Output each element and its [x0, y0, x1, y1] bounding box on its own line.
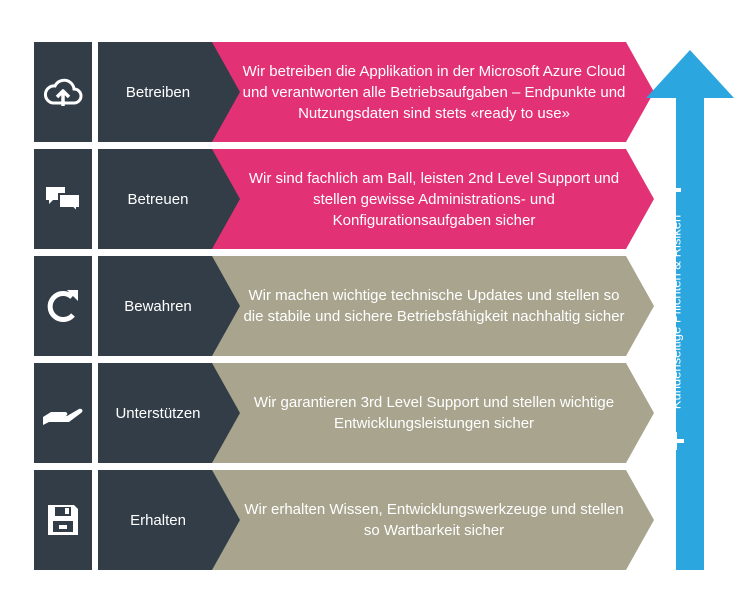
row-label: Unterstützen	[115, 404, 201, 422]
description-cell: Wir erhalten Wissen, Entwicklungswerkzeu…	[212, 470, 654, 570]
icon-cell	[34, 363, 92, 463]
arrow-label: Kundenseitige Pflichten & Risiken	[668, 214, 684, 410]
responsibility-arrow	[646, 50, 734, 570]
row-description: Wir garantieren 3rd Level Support und st…	[253, 394, 615, 432]
helping-hand-icon	[43, 408, 83, 425]
floppy-disk-icon	[48, 505, 78, 535]
icon-cell	[34, 256, 92, 356]
description-chevron	[212, 470, 654, 570]
label-cell: Erhalten	[98, 470, 246, 570]
row-erhalten: Erhalten Wir erhalten Wissen, Entwicklun…	[34, 470, 654, 570]
icon-cell	[34, 149, 92, 249]
row-unterstuetzen: Unterstützen Wir garantieren 3rd Level S…	[34, 363, 654, 463]
description-chevron	[212, 363, 654, 463]
description-chevron	[212, 149, 654, 249]
row-betreuen: Betreuen Wir sind fachlich am Ball, leis…	[34, 149, 654, 249]
row-betreiben: Betreiben Wir betreiben die Applikation …	[34, 42, 654, 142]
description-cell: Wir machen wichtige technische Updates u…	[212, 256, 654, 356]
row-label: Betreuen	[127, 190, 189, 208]
label-cell: Betreiben	[98, 42, 246, 142]
plus-icon	[666, 432, 684, 450]
label-cell: Unterstützen	[98, 363, 246, 463]
description-cell: Wir sind fachlich am Ball, leisten 2nd L…	[212, 149, 654, 249]
description-chevron	[212, 256, 654, 356]
label-cell: Bewahren	[98, 256, 246, 356]
row-description: Wir machen wichtige technische Updates u…	[243, 287, 625, 325]
row-bewahren: Bewahren Wir machen wichtige technische …	[34, 256, 654, 356]
row-description: Wir erhalten Wissen, Entwicklungswerkzeu…	[244, 501, 624, 539]
description-chevron	[212, 42, 654, 142]
refresh-icon	[47, 290, 78, 323]
description-cell: Wir garantieren 3rd Level Support und st…	[212, 363, 654, 463]
label-chevron	[98, 256, 246, 356]
label-chevron	[98, 470, 246, 570]
label-chevron	[98, 42, 246, 142]
row-description: Wir betreiben die Applikation in der Mic…	[242, 62, 626, 122]
icon-cell	[34, 470, 92, 570]
cloud-upload-icon	[44, 78, 83, 106]
row-description: Wir sind fachlich am Ball, leisten 2nd L…	[248, 169, 620, 229]
chat-bubbles-icon	[46, 187, 81, 215]
label-chevron	[98, 363, 246, 463]
label-cell: Betreuen	[98, 149, 246, 249]
row-label: Bewahren	[124, 297, 192, 315]
icon-cell	[34, 42, 92, 142]
row-label: Betreiben	[125, 83, 191, 101]
description-cell: Wir betreiben die Applikation in der Mic…	[212, 42, 654, 142]
minus-icon	[669, 188, 681, 192]
row-label: Erhalten	[130, 511, 186, 529]
label-chevron	[98, 149, 246, 249]
